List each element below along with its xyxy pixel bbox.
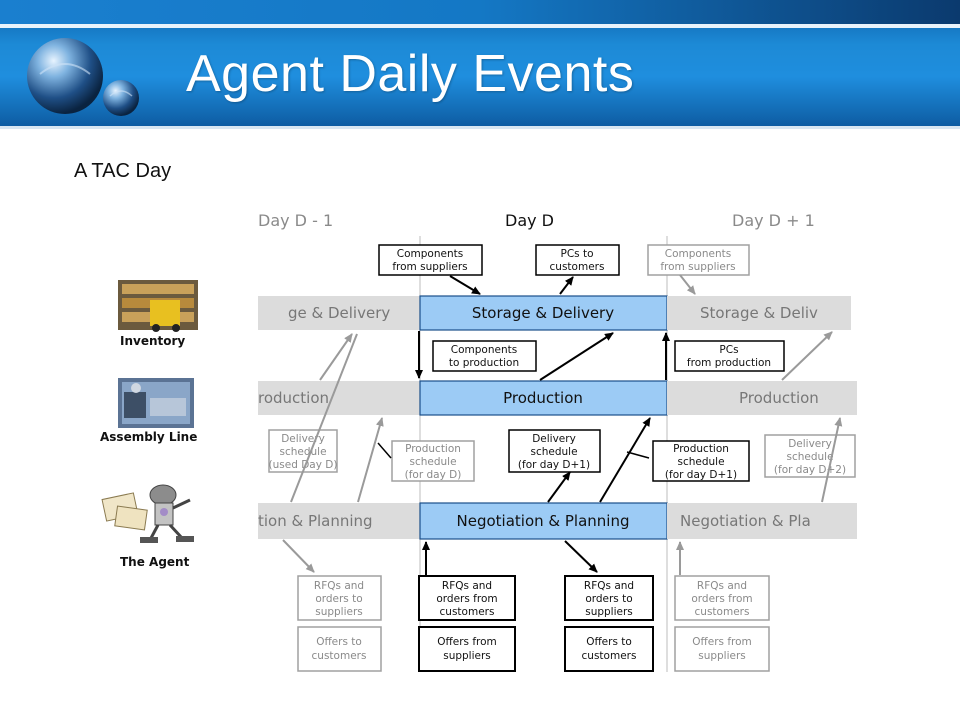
- sidebar-label-assembly: Assembly Line: [100, 430, 197, 444]
- svg-text:(for day D+1): (for day D+1): [518, 459, 590, 471]
- svg-text:customers: customers: [550, 261, 605, 273]
- box-pcs-from-production: PCs from production: [674, 340, 785, 372]
- box-delivery-schedule-prev: Delivery schedule (used Day D): [268, 429, 338, 473]
- svg-text:suppliers: suppliers: [698, 650, 746, 662]
- sidebar-label-agent: The Agent: [120, 555, 190, 569]
- slide-subtitle: A TAC Day: [74, 160, 172, 182]
- svg-text:Offers to: Offers to: [316, 636, 362, 648]
- assembly-line-icon: [118, 378, 194, 428]
- lane-label-storage-current: Storage & Delivery: [472, 304, 614, 322]
- svg-text:Delivery: Delivery: [788, 438, 832, 450]
- svg-text:Offers from: Offers from: [692, 636, 752, 648]
- svg-text:suppliers: suppliers: [443, 650, 491, 662]
- storage-lane: ge & Delivery Storage & Delivery Storage…: [258, 295, 851, 331]
- box-rfq-to-suppliers: RFQs and orders to suppliers: [564, 575, 654, 621]
- svg-text:schedule: schedule: [786, 451, 833, 463]
- svg-text:Components: Components: [451, 344, 517, 356]
- svg-text:RFQs and: RFQs and: [697, 580, 747, 592]
- svg-text:RFQs and: RFQs and: [314, 580, 364, 592]
- box-production-schedule-d1: Production schedule (for day D+1): [652, 440, 750, 482]
- agent-robot-icon: [101, 484, 194, 543]
- day-label-next: Day D + 1: [732, 211, 815, 230]
- svg-text:customers: customers: [582, 650, 637, 662]
- svg-text:PCs: PCs: [719, 344, 738, 356]
- svg-text:schedule: schedule: [279, 446, 326, 458]
- box-delivery-schedule-d2: Delivery schedule (for day D+2): [764, 434, 856, 478]
- svg-text:to production: to production: [449, 357, 519, 369]
- svg-text:Production: Production: [405, 443, 461, 455]
- slide-title: Agent Daily Events: [186, 45, 635, 103]
- svg-text:(for day D+1): (for day D+1): [665, 469, 737, 481]
- svg-text:(for day D+2): (for day D+2): [774, 464, 846, 476]
- box-components-from-suppliers: Components from suppliers: [378, 244, 483, 276]
- box-rfq-prev: RFQs and orders to suppliers: [297, 575, 382, 621]
- box-offers-customers-prev: Offers to customers: [297, 626, 382, 672]
- svg-text:(for day D): (for day D): [405, 469, 462, 481]
- svg-text:orders to: orders to: [585, 593, 632, 605]
- slide-header: Agent Daily Events: [0, 0, 960, 129]
- lane-label-storage-next: Storage & Deliv: [700, 304, 818, 322]
- lane-label-storage-prev: ge & Delivery: [288, 304, 390, 322]
- svg-text:Offers from: Offers from: [437, 636, 497, 648]
- box-rfq-from-customers: RFQs and orders from customers: [418, 575, 516, 621]
- day-label-current: Day D: [505, 211, 554, 230]
- box-pcs-to-customers: PCs to customers: [535, 244, 620, 276]
- box-rfq-next: RFQs and orders from customers: [674, 575, 770, 621]
- svg-text:suppliers: suppliers: [315, 606, 363, 618]
- svg-text:orders to: orders to: [315, 593, 362, 605]
- svg-text:orders from: orders from: [436, 593, 497, 605]
- svg-text:schedule: schedule: [530, 446, 577, 458]
- day-label-prev: Day D - 1: [258, 211, 333, 230]
- svg-text:schedule: schedule: [677, 456, 724, 468]
- svg-text:orders from: orders from: [691, 593, 752, 605]
- svg-text:Offers to: Offers to: [586, 636, 632, 648]
- lane-label-production-prev: roduction: [258, 389, 329, 407]
- header-top-bar: [0, 0, 960, 24]
- svg-text:PCs to: PCs to: [560, 248, 593, 260]
- lane-label-negotiation-current: Negotiation & Planning: [457, 512, 630, 530]
- sidebar-label-inventory: Inventory: [120, 334, 185, 348]
- svg-text:customers: customers: [312, 650, 367, 662]
- box-delivery-schedule-d1: Delivery schedule (for day D+1): [508, 429, 601, 473]
- header-divider: [0, 24, 960, 28]
- box-components-from-suppliers-next: Components from suppliers: [647, 244, 750, 276]
- svg-text:from production: from production: [687, 357, 771, 369]
- svg-text:(used Day D): (used Day D): [269, 459, 338, 471]
- box-offers-suppliers-next: Offers from suppliers: [674, 626, 770, 672]
- box-production-schedule-d: Production schedule (for day D): [391, 440, 475, 482]
- negotiation-lane: tion & Planning Negotiation & Planning N…: [258, 502, 857, 540]
- svg-text:from suppliers: from suppliers: [392, 261, 467, 273]
- box-components-to-production: Components to production: [432, 340, 537, 372]
- flow-arrows-adjacent-days: [282, 274, 843, 575]
- box-offers-from-suppliers: Offers from suppliers: [418, 626, 516, 672]
- svg-text:schedule: schedule: [409, 456, 456, 468]
- svg-text:RFQs and: RFQs and: [584, 580, 634, 592]
- svg-text:Components: Components: [397, 248, 463, 260]
- header-bottom-line: [0, 126, 960, 129]
- lane-label-production-current: Production: [503, 389, 583, 407]
- svg-text:Components: Components: [665, 248, 731, 260]
- svg-text:RFQs and: RFQs and: [442, 580, 492, 592]
- globe-logo-icon: [27, 38, 139, 116]
- production-lane: roduction Production Production: [258, 380, 857, 416]
- svg-text:from suppliers: from suppliers: [660, 261, 735, 273]
- svg-text:Production: Production: [673, 443, 729, 455]
- svg-text:customers: customers: [440, 606, 495, 618]
- lane-label-negotiation-prev: tion & Planning: [258, 512, 373, 530]
- inventory-icon: [118, 280, 198, 332]
- svg-text:customers: customers: [695, 606, 750, 618]
- lane-label-negotiation-next: Negotiation & Pla: [680, 512, 811, 530]
- box-offers-to-customers: Offers to customers: [564, 626, 654, 672]
- lane-label-production-next: Production: [739, 389, 819, 407]
- flow-arrows-day-d: [415, 275, 670, 575]
- svg-text:Delivery: Delivery: [532, 433, 576, 445]
- svg-text:suppliers: suppliers: [585, 606, 633, 618]
